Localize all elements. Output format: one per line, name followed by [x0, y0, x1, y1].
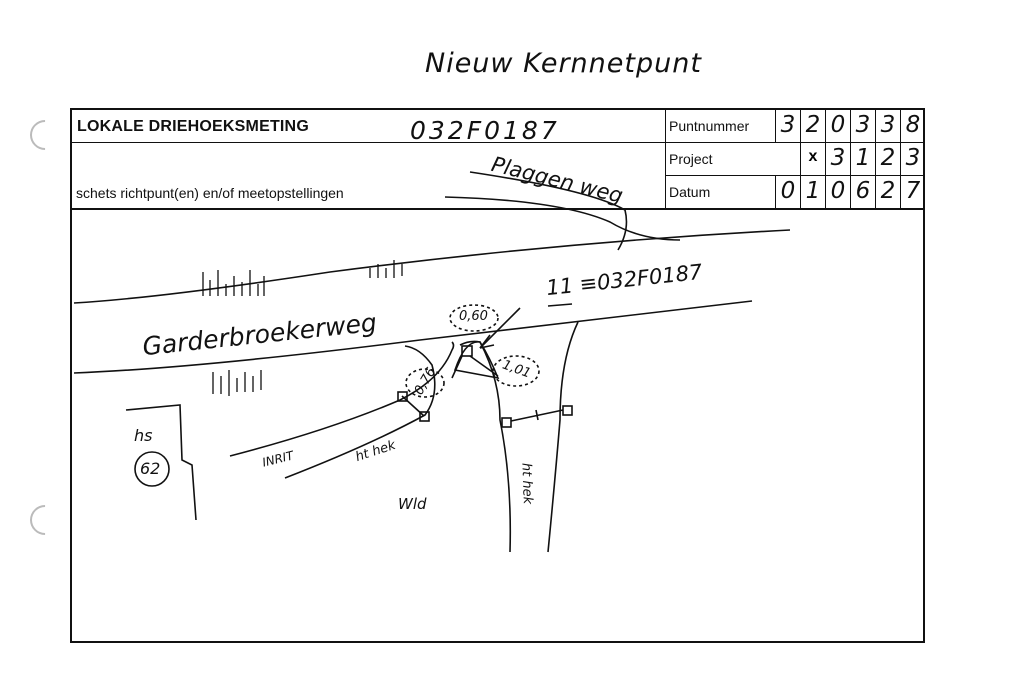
dist-line-left — [451, 355, 463, 379]
house-outline — [125, 404, 197, 521]
puntnummer-digit: 3 — [880, 112, 896, 138]
gate-post — [501, 417, 512, 428]
path-edge-left — [459, 340, 512, 553]
puntnummer-digit: 8 — [905, 112, 921, 138]
puntnummer-digit: 3 — [855, 112, 871, 138]
pj-cell-line — [825, 143, 826, 176]
side-road-edge-1 — [444, 196, 681, 241]
pn-cell-line — [850, 110, 851, 143]
project-label: Project — [669, 151, 713, 167]
distance-top: 0,60 — [459, 309, 488, 324]
pj-cell-line — [875, 143, 876, 176]
pn-cell-line — [900, 110, 901, 143]
title-code: 032F0187 — [410, 116, 560, 145]
point-underline — [547, 303, 573, 307]
header-divider-3 — [72, 208, 925, 210]
page-heading: Nieuw Kernnetpunt — [425, 48, 702, 79]
inrit-edge-top — [229, 341, 455, 457]
dist-circle-top — [449, 304, 499, 332]
house-number-circle — [134, 451, 170, 487]
dt-cell-line — [850, 176, 851, 209]
sketch-label: schets richtpunt(en) en/of meetopstellin… — [76, 185, 344, 201]
header-col-split — [665, 110, 666, 209]
house-number: 62 — [140, 459, 161, 478]
datum-label: Datum — [669, 184, 711, 200]
project-digit: 1 — [855, 145, 871, 171]
project-digit: x — [808, 148, 818, 165]
road-edge-bottom — [73, 300, 753, 374]
datum-digit: 1 — [805, 178, 821, 204]
datum-digit: 0 — [780, 178, 796, 204]
dt-cell-line — [775, 176, 776, 209]
datum-digit: 2 — [880, 178, 896, 204]
pj-cell-line — [800, 143, 801, 176]
dt-cell-line — [900, 176, 901, 209]
forest-label: Wld — [398, 495, 427, 513]
pn-cell-line — [775, 110, 776, 143]
project-digit: 2 — [880, 145, 896, 171]
pn-cell-line — [800, 110, 801, 143]
gate-post — [419, 411, 430, 422]
puntnummer-digit: 0 — [830, 112, 846, 138]
side-road-edge-2 — [469, 171, 628, 251]
house-label: hs — [134, 426, 153, 445]
gate-line — [510, 409, 564, 422]
project-digit: 3 — [905, 145, 921, 171]
inrit-edge-bottom — [284, 345, 436, 479]
gate-post — [562, 405, 573, 416]
dt-cell-line — [875, 176, 876, 209]
dist-circle-right — [492, 355, 540, 387]
puntnummer-digit: 3 — [780, 112, 796, 138]
datum-digit: 0 — [830, 178, 846, 204]
verge-hatching — [202, 260, 403, 396]
pj-cell-line — [850, 143, 851, 176]
dist-circle-left — [405, 368, 445, 398]
form-title: LOKALE DRIEHOEKSMETING — [77, 118, 309, 135]
hek-label-right: ht hek — [518, 462, 535, 505]
dist-line-right — [469, 355, 499, 377]
point-arrow — [479, 307, 521, 349]
kernnetpunt-marker — [461, 345, 473, 357]
path-edge-right — [547, 321, 579, 553]
pn-cell-line — [875, 110, 876, 143]
gate-post — [397, 391, 408, 402]
survey-form: LOKALE DRIEHOEKSMETING 032F0187 schets r… — [70, 108, 925, 643]
puntnummer-label: Puntnummer — [669, 118, 750, 134]
dt-cell-line — [800, 176, 801, 209]
datum-digit: 6 — [855, 178, 871, 204]
gate-line — [401, 395, 425, 417]
pn-cell-line — [825, 110, 826, 143]
pj-cell-line — [900, 143, 901, 176]
puntnummer-digit: 2 — [805, 112, 821, 138]
header-divider-2 — [665, 175, 925, 176]
dt-cell-line — [825, 176, 826, 209]
datum-digit: 7 — [905, 178, 921, 204]
header-divider-1 — [72, 142, 925, 143]
project-digit: 3 — [830, 145, 846, 171]
point-arrowhead — [479, 334, 495, 349]
